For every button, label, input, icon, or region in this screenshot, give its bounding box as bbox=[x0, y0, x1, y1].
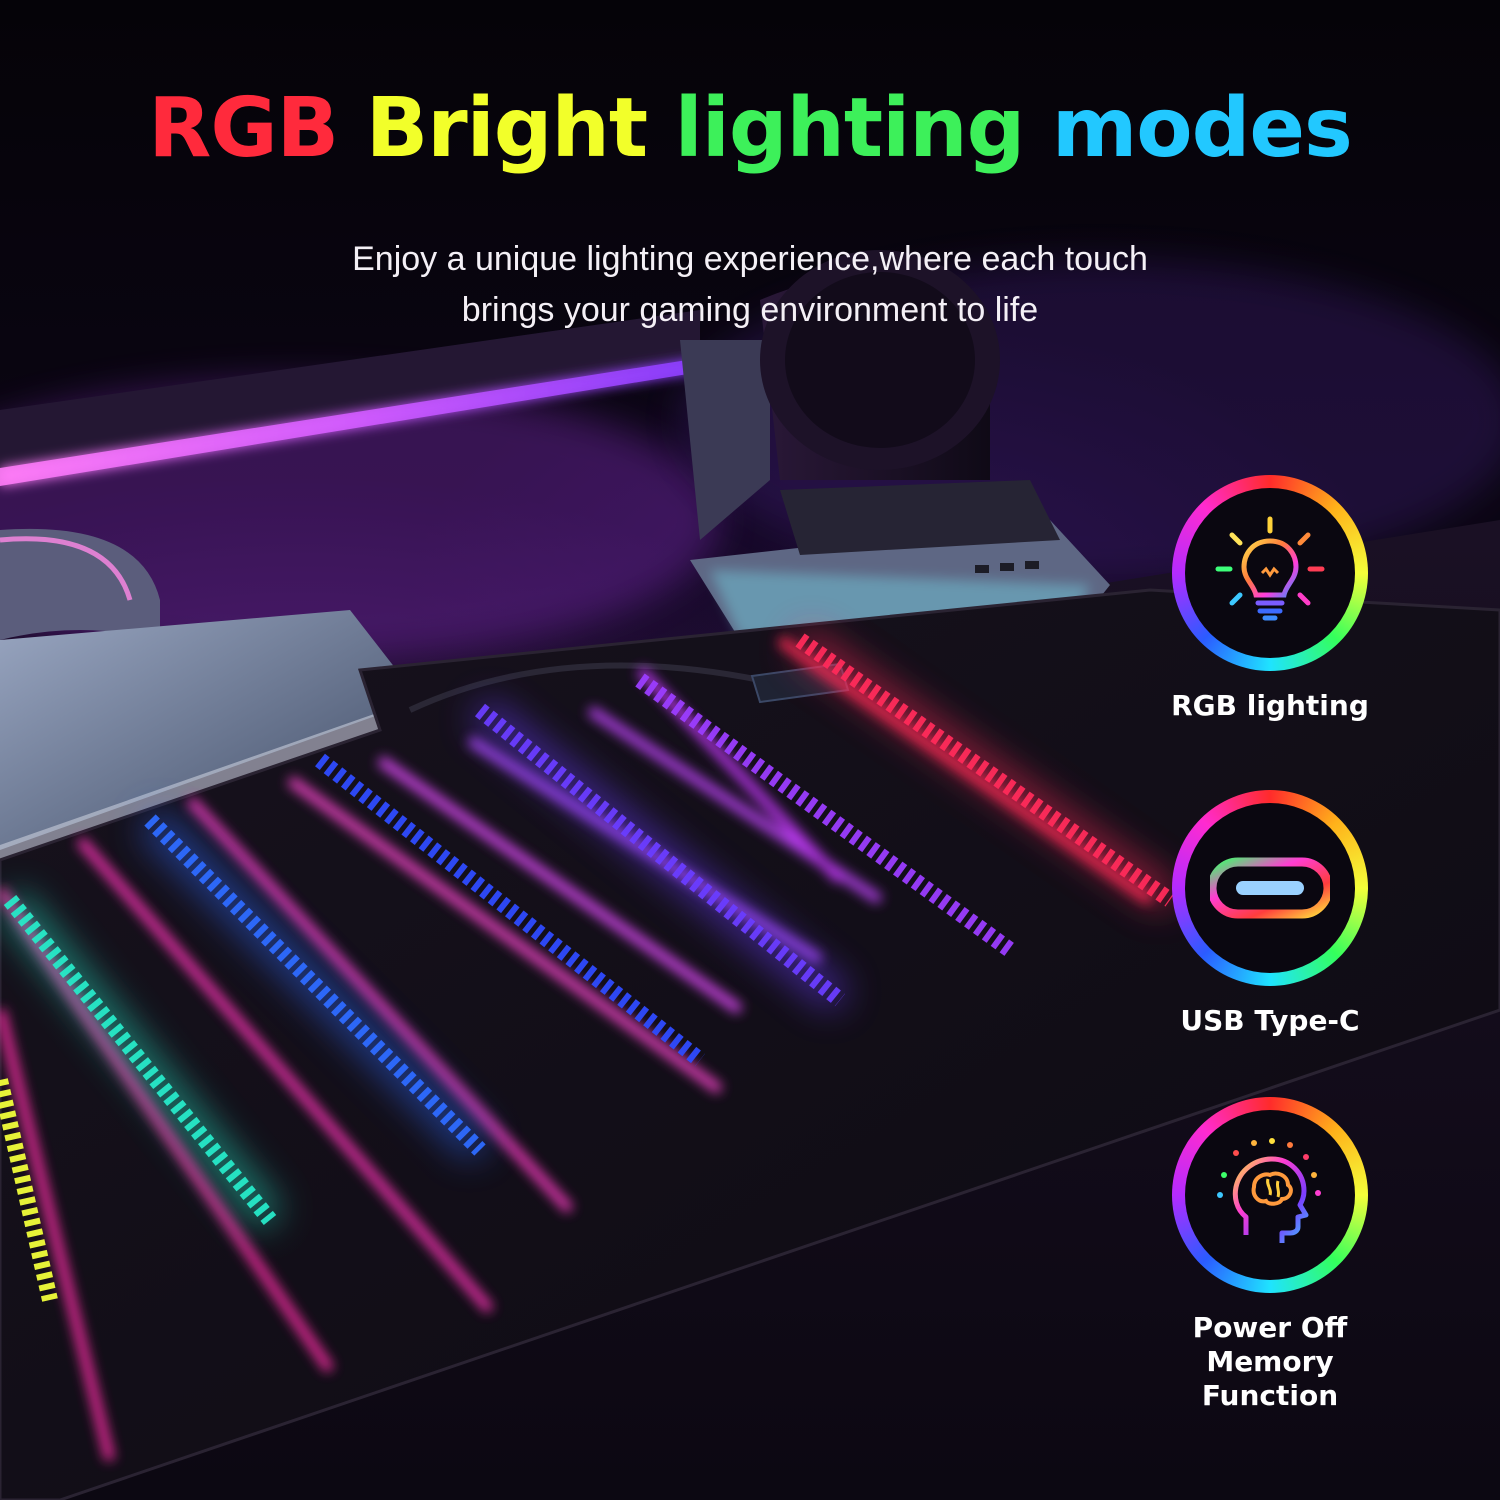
feature-label-line-1: Power Off bbox=[1192, 1311, 1348, 1344]
headline-word-modes: modes bbox=[1051, 81, 1353, 176]
feature-label-line-3: Function bbox=[1201, 1379, 1339, 1412]
brain-head-icon bbox=[1217, 1138, 1321, 1243]
feature-label: USB Type-C bbox=[1180, 1004, 1360, 1037]
headline-word-lighting: lighting bbox=[674, 81, 1026, 176]
light-bulb-icon bbox=[1215, 516, 1325, 621]
usb-c-port-icon bbox=[1210, 857, 1330, 919]
rainbow-ring bbox=[1172, 1097, 1368, 1293]
rainbow-ring bbox=[1172, 790, 1368, 986]
feature-power-off-memory: Power Off Memory Function bbox=[1150, 1097, 1390, 1413]
subtitle-line-1: Enjoy a unique lighting experience,where… bbox=[352, 240, 1148, 278]
headline-word-rgb: RGB bbox=[148, 81, 339, 176]
feature-label: RGB lighting bbox=[1171, 689, 1369, 722]
feature-rgb-lighting: RGB lighting bbox=[1150, 475, 1390, 723]
feature-label-line-2: Memory bbox=[1206, 1345, 1334, 1378]
headline-word-bright: Bright bbox=[365, 81, 648, 176]
feature-label: Power Off Memory Function bbox=[1150, 1311, 1390, 1413]
feature-usb-type-c: USB Type-C bbox=[1150, 790, 1390, 1038]
subtitle: Enjoy a unique lighting experience,where… bbox=[250, 234, 1250, 336]
rainbow-ring bbox=[1172, 475, 1368, 671]
headline-title: RGB Bright lighting modes bbox=[0, 88, 1500, 170]
subtitle-line-2: brings your gaming environment to life bbox=[461, 291, 1039, 329]
